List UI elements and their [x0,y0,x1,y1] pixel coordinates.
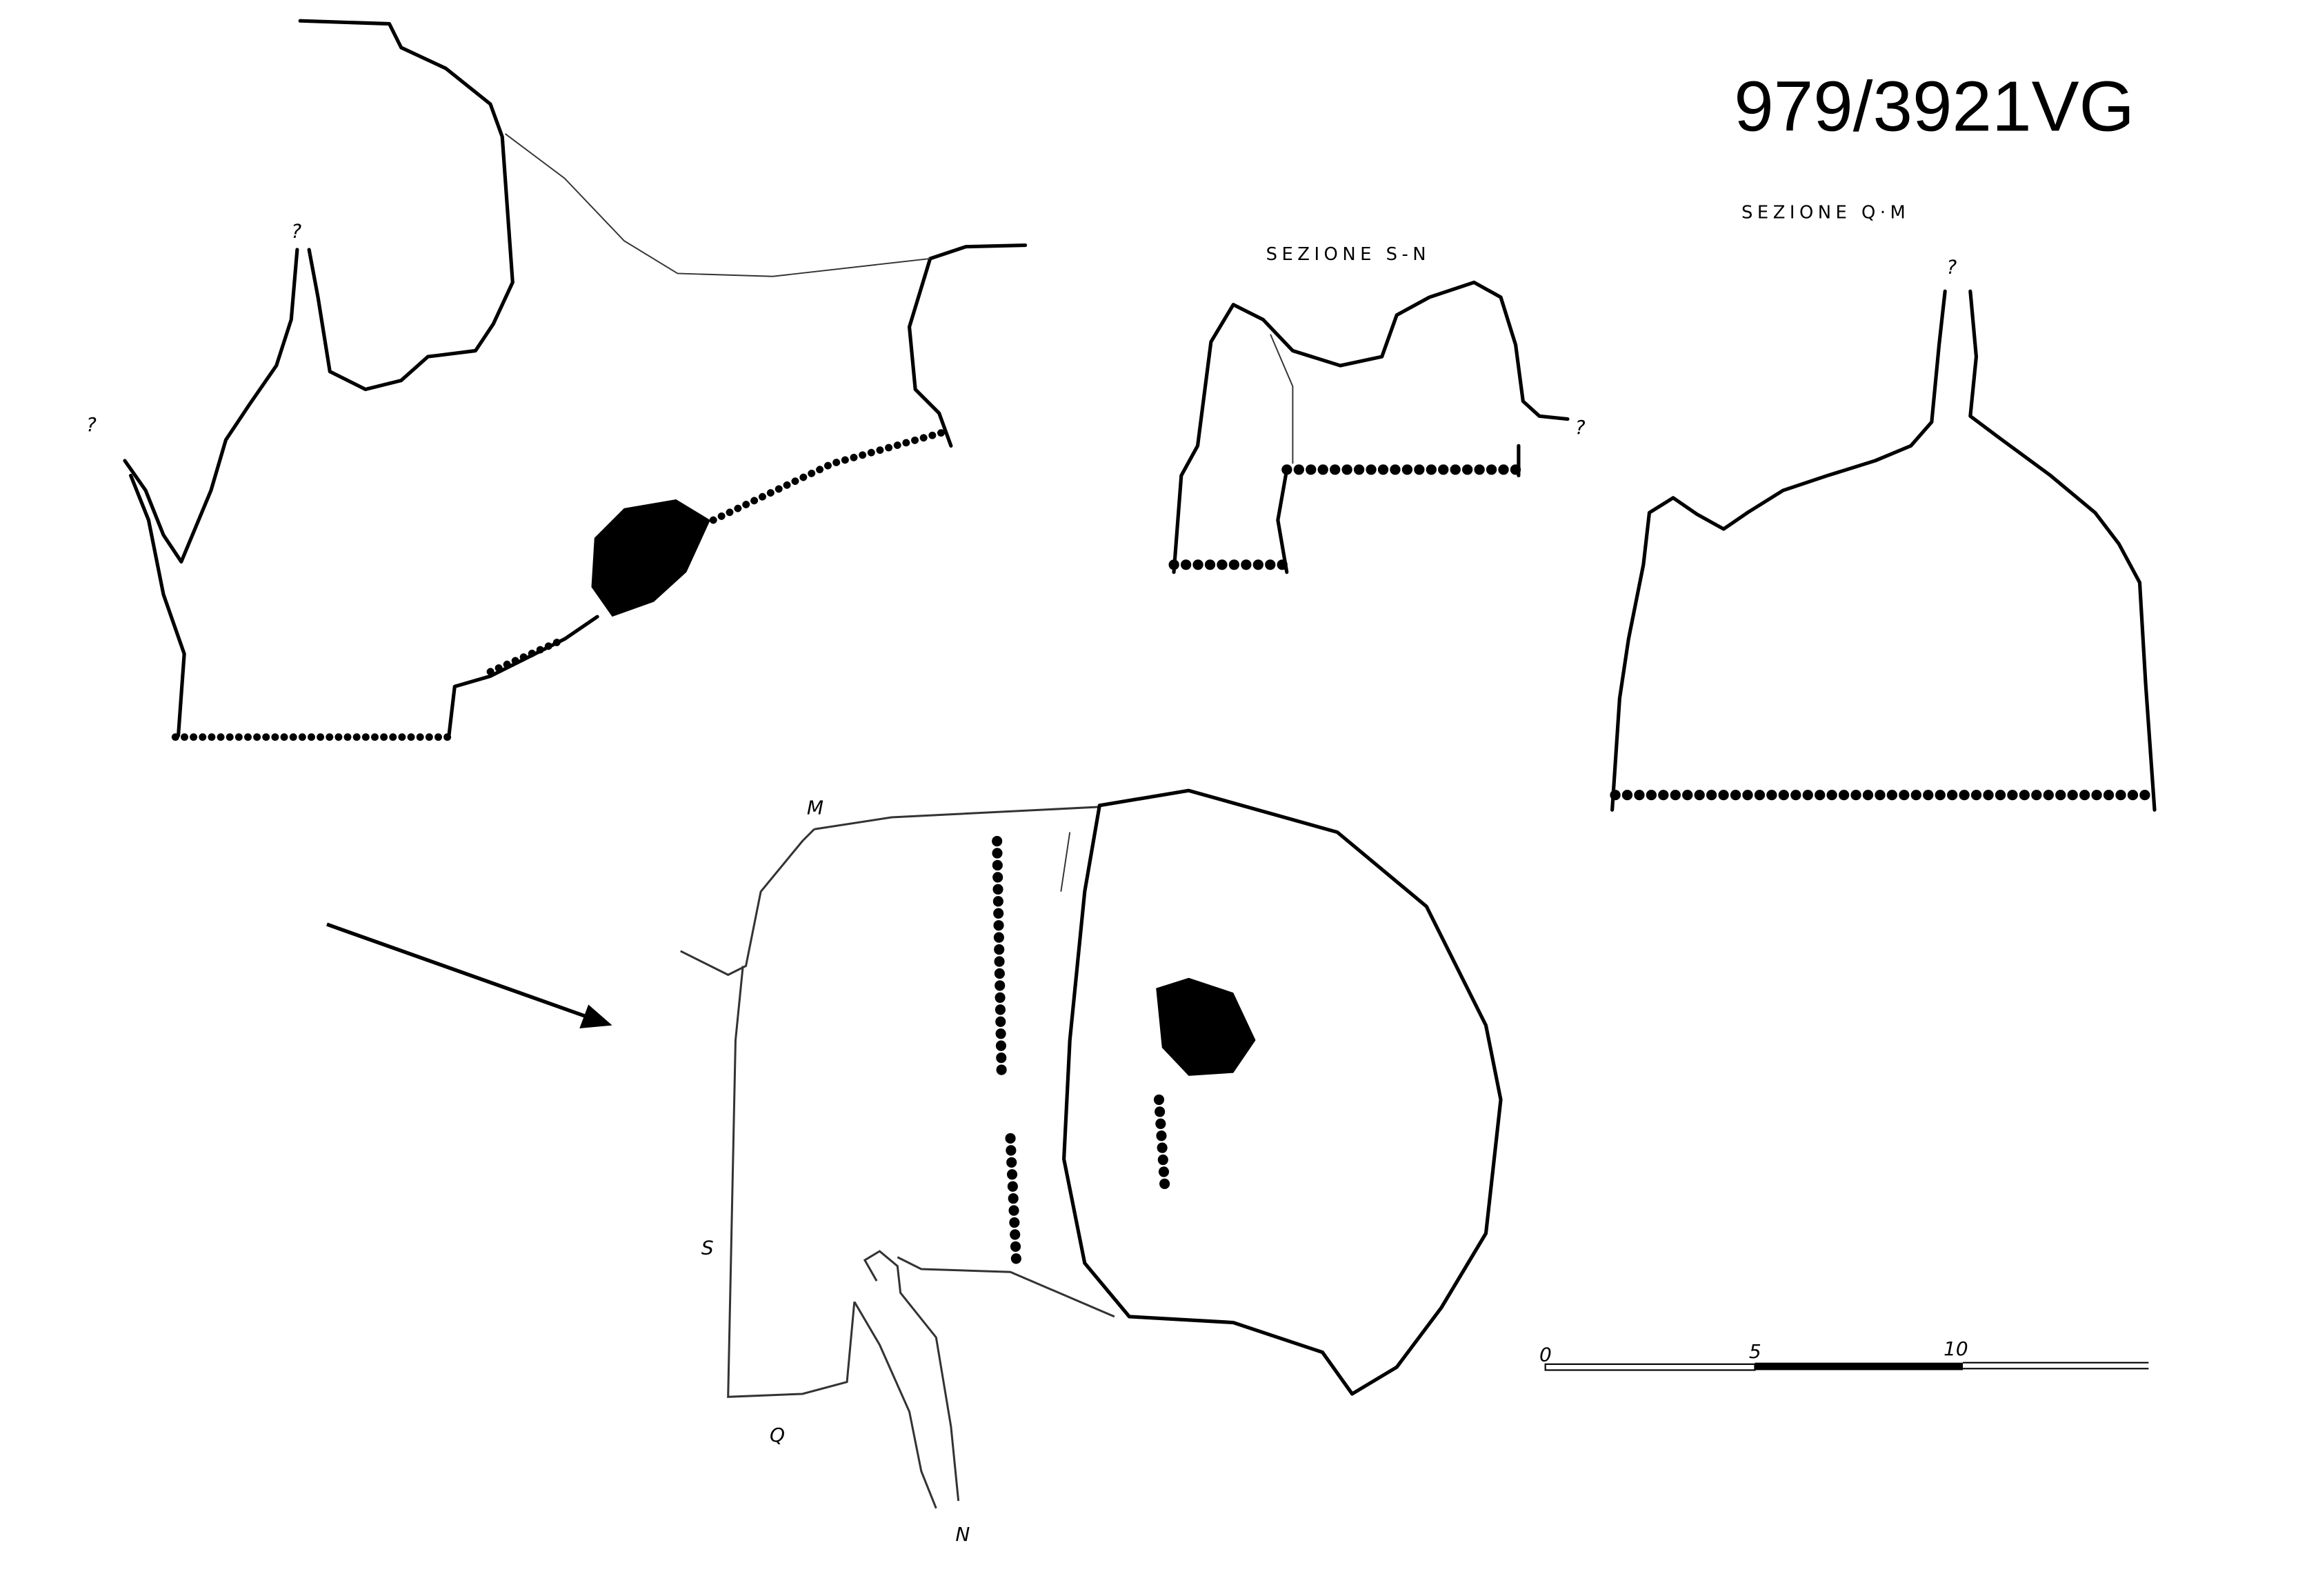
point-s: S [701,1236,714,1259]
scale-tick-10: 10 [1944,1337,1968,1360]
scale-tick-5: 5 [1749,1340,1761,1363]
section-s-n-label: SEZIONE S-N [1266,244,1430,265]
point-n: N [955,1523,970,1546]
unknown-marker: ? [86,413,97,436]
unknown-marker: ? [291,220,301,243]
point-m: M [807,797,823,819]
reference-code: 979/3921VG [1734,66,2135,146]
section-q-m: SEZIONE Q·M ? [1610,203,2160,812]
unknown-marker: ? [1946,255,1957,278]
plan-view: M S Q N [680,788,1503,1546]
scale-tick-0: 0 [1539,1344,1552,1366]
boulder-icon [591,499,710,617]
unknown-marker: ? [1575,416,1586,439]
section-s-n: SEZIONE S-N ? [1168,244,1586,575]
scale-bar: 0 5 10 [1539,1337,2149,1371]
point-q: Q [770,1424,785,1446]
section-q-m-label: SEZIONE Q·M [1741,203,1910,223]
longitudinal-section: ? ? [86,19,1028,741]
boulder-icon [1156,977,1256,1076]
direction-arrow-icon [326,922,612,1028]
